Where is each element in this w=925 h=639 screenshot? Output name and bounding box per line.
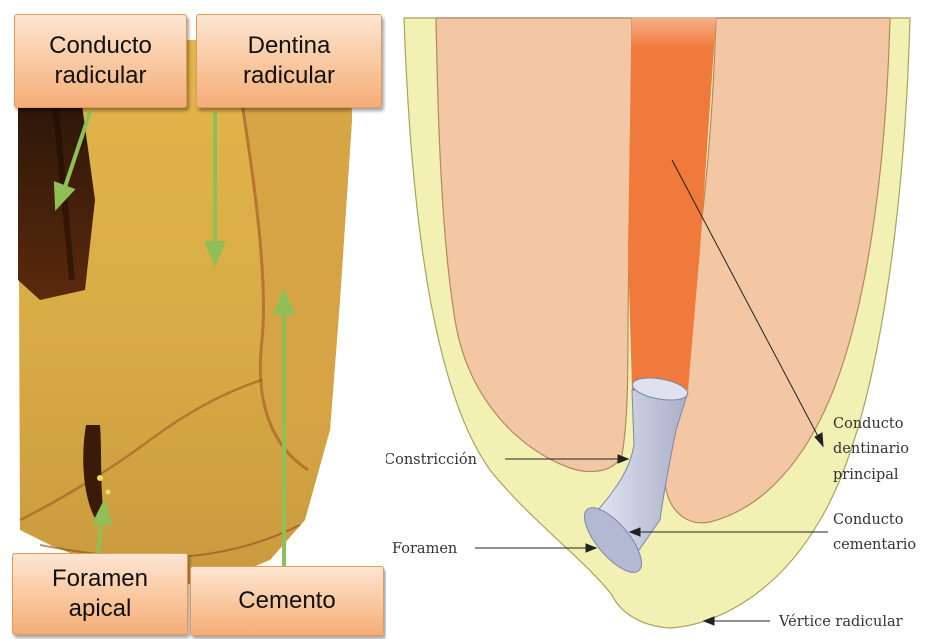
micrograph-panel: Conducto radicular Dentina radicular For… (0, 0, 386, 639)
label-conducto-dentinario-line1: Conducto (833, 416, 903, 432)
root-apex-schematic: Constricción Foramen Conducto dentinario… (386, 0, 925, 639)
label-conducto-cementario-line1: Conducto (833, 512, 903, 528)
callout-cemento: Cemento (190, 566, 384, 636)
label-conducto-cementario-line2: cementario (833, 537, 916, 553)
label-conducto-dentinario-line2: dentinario (833, 441, 909, 457)
label-conducto-dentinario-line3: principal (833, 467, 899, 483)
label-foramen: Foramen (392, 541, 457, 557)
schematic-panel: Constricción Foramen Conducto dentinario… (386, 0, 925, 639)
callout-dentina-radicular: Dentina radicular (196, 14, 382, 108)
callout-conducto-radicular: Conducto radicular (14, 14, 187, 108)
label-constriccion: Constricción (386, 452, 477, 468)
label-vertice-radicular: Vértice radicular (778, 614, 903, 630)
callout-foramen-apical: Foramen apical (12, 553, 188, 635)
